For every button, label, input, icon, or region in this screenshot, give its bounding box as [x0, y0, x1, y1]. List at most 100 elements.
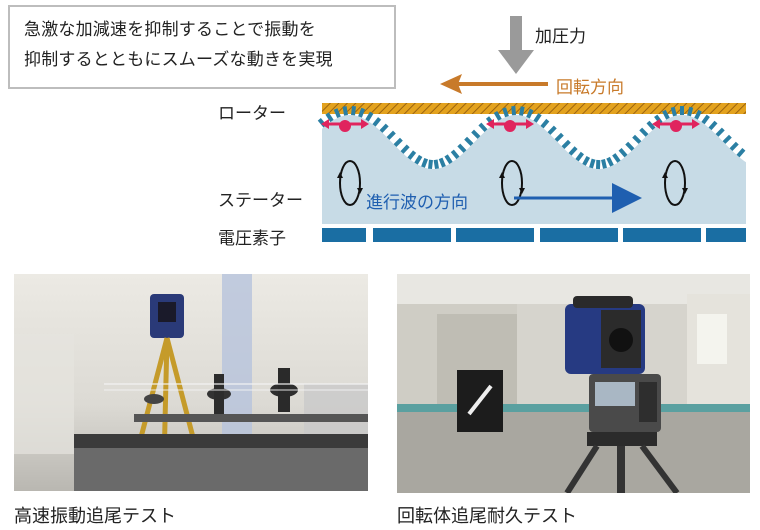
loop-arrowhead — [499, 172, 505, 178]
elliptical-loop — [664, 160, 686, 206]
stator-tooth — [701, 114, 710, 125]
stator-tooth — [386, 130, 396, 140]
stator-tooth — [729, 141, 739, 151]
stator-tooth — [464, 136, 474, 147]
stator-tooth — [502, 107, 509, 118]
elliptical-motion-loops — [337, 160, 688, 206]
stator-tooth — [478, 122, 488, 132]
stator-tooth — [444, 154, 453, 165]
stator-tooth — [471, 129, 481, 139]
piezo-element — [456, 228, 534, 242]
stator-tooth — [646, 120, 656, 131]
stator-tooth — [519, 106, 525, 116]
contact-arrowhead-left — [486, 119, 494, 129]
rotor-label: ローター — [218, 104, 286, 124]
stator-tooth — [526, 108, 534, 119]
stator-tooth — [365, 111, 374, 122]
contact-arrowhead-right — [692, 119, 700, 129]
stator-tooth — [561, 139, 571, 150]
stator-tooth — [547, 125, 557, 135]
stator-tooth — [554, 132, 564, 142]
rotation-direction-arrow — [440, 74, 548, 94]
stator-tooth — [393, 137, 403, 148]
piezo-element — [373, 228, 451, 242]
contact-point — [504, 120, 516, 132]
loop-arrowhead — [682, 188, 688, 194]
stator-tooth — [533, 113, 542, 123]
contact-arrowhead-right — [361, 119, 369, 129]
stator-tooth — [428, 159, 433, 170]
stator-tooth — [568, 146, 578, 156]
callout-line-1: 急激な加減速を抑制することで振動を — [24, 20, 316, 40]
stator-tooth — [342, 106, 348, 116]
high-speed-vibration-test-photo — [14, 274, 368, 491]
left-photo-caption: 高速振動追尾テスト — [14, 506, 176, 527]
pressure-label: 加圧力 — [535, 27, 586, 47]
stator-tooth — [493, 111, 502, 121]
wave-direction-label: 進行波の方向 — [366, 193, 468, 213]
stator-tooth — [687, 106, 694, 117]
loop-arrowhead — [337, 172, 343, 178]
piezo-element — [706, 228, 746, 242]
loop-arrowhead — [357, 188, 363, 194]
rotating-body-durability-test-photo — [397, 274, 750, 493]
piezo-element — [623, 228, 701, 242]
stator-tooth — [372, 117, 382, 127]
right-photo-caption: 回転体追尾耐久テスト — [397, 506, 577, 527]
piezo-label: 電圧素子 — [218, 229, 286, 249]
stator-tooth — [632, 134, 642, 144]
elliptical-loop — [339, 160, 361, 206]
contact-point-markers — [321, 119, 700, 132]
stator-tooth — [639, 127, 649, 137]
contact-arrowhead-right — [526, 119, 534, 129]
stator-tooth — [708, 120, 718, 131]
stator-tooth — [433, 159, 439, 170]
stator-tooth — [333, 108, 341, 119]
contact-point — [339, 120, 351, 132]
stator-tooth — [618, 147, 628, 158]
stator-tooth — [351, 105, 356, 116]
stator-tooth — [414, 154, 423, 165]
elliptical-loop — [501, 160, 523, 206]
rotor-bar — [322, 103, 746, 114]
stator-tooth — [722, 134, 732, 144]
stator-tooth — [670, 106, 677, 117]
stator-tooth — [582, 155, 591, 166]
ultrasonic-motor-diagram — [317, 16, 746, 242]
loop-arrowhead — [662, 172, 668, 178]
stator-tooth — [662, 109, 670, 120]
stator-tooth — [400, 144, 410, 154]
loop-arrowhead — [519, 188, 525, 194]
contact-arrowhead-left — [321, 119, 329, 129]
stator-tooth — [379, 123, 389, 133]
stator-tooth — [575, 151, 585, 162]
stator-tooth — [438, 157, 446, 168]
stator-tooth — [540, 118, 550, 129]
stator-teeth — [317, 105, 746, 170]
stator-label: ステーター — [218, 191, 303, 211]
stator-tooth — [612, 153, 621, 163]
stator-tooth — [407, 150, 417, 160]
callout-line-2: 抑制するとともにスムーズな動きを実現 — [24, 50, 333, 70]
stator-tooth — [450, 149, 460, 160]
rotation-direction-label: 回転方向 — [556, 78, 624, 98]
stator-tooth — [606, 156, 614, 167]
stator-tooth — [715, 127, 725, 137]
stator-tooth — [589, 158, 596, 169]
contact-point — [670, 120, 682, 132]
piezo-element — [322, 228, 366, 242]
piezo-element — [540, 228, 618, 242]
stator-tooth — [625, 141, 635, 151]
stator-tooth — [358, 107, 366, 118]
stator-tooth — [601, 159, 607, 169]
piezo-elements — [322, 228, 746, 242]
stator-tooth — [511, 105, 516, 116]
stator-tooth — [421, 157, 429, 168]
stator-tooth — [736, 147, 746, 158]
callout-box: 急激な加減速を抑制することで振動を 抑制するとともにスムーズな動きを実現 — [8, 5, 396, 89]
pressure-arrow — [498, 16, 534, 74]
stator-tooth — [694, 109, 702, 120]
stator-tooth — [457, 143, 467, 153]
stator-tooth — [654, 114, 663, 125]
stator-tooth — [325, 112, 334, 123]
